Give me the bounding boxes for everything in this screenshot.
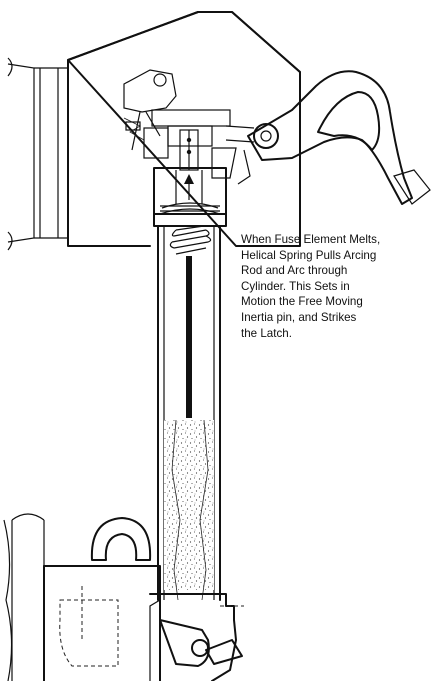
lower-mounting-bracket — [3, 513, 161, 681]
caption-line: Inertia pin, and Strikes — [241, 310, 357, 324]
caption-line: When Fuse Element Melts, — [241, 233, 381, 246]
upper-mounting-bracket — [7, 57, 69, 251]
spring-chamber — [153, 167, 227, 227]
caption-line: Rod and Arc through — [241, 264, 348, 278]
caption-line: Motion the Free Moving — [241, 295, 363, 309]
caption-line: Cylinder. This Sets in — [241, 279, 350, 293]
caption-line: Helical Spring Pulls Arcing — [241, 248, 377, 262]
fuse-tube — [157, 225, 221, 601]
top-contact-housing — [67, 11, 301, 247]
bottom-hinge — [149, 593, 244, 681]
helical-spring — [169, 225, 212, 255]
pull-ring-hook — [225, 70, 431, 205]
lower-pivot-ring — [90, 517, 152, 561]
caption-line: the Latch. — [241, 326, 292, 340]
latch-mechanism — [123, 69, 177, 151]
arcing-rod — [186, 256, 192, 418]
caption-text: When Fuse Element Melts, Helical Spring … — [241, 232, 437, 341]
